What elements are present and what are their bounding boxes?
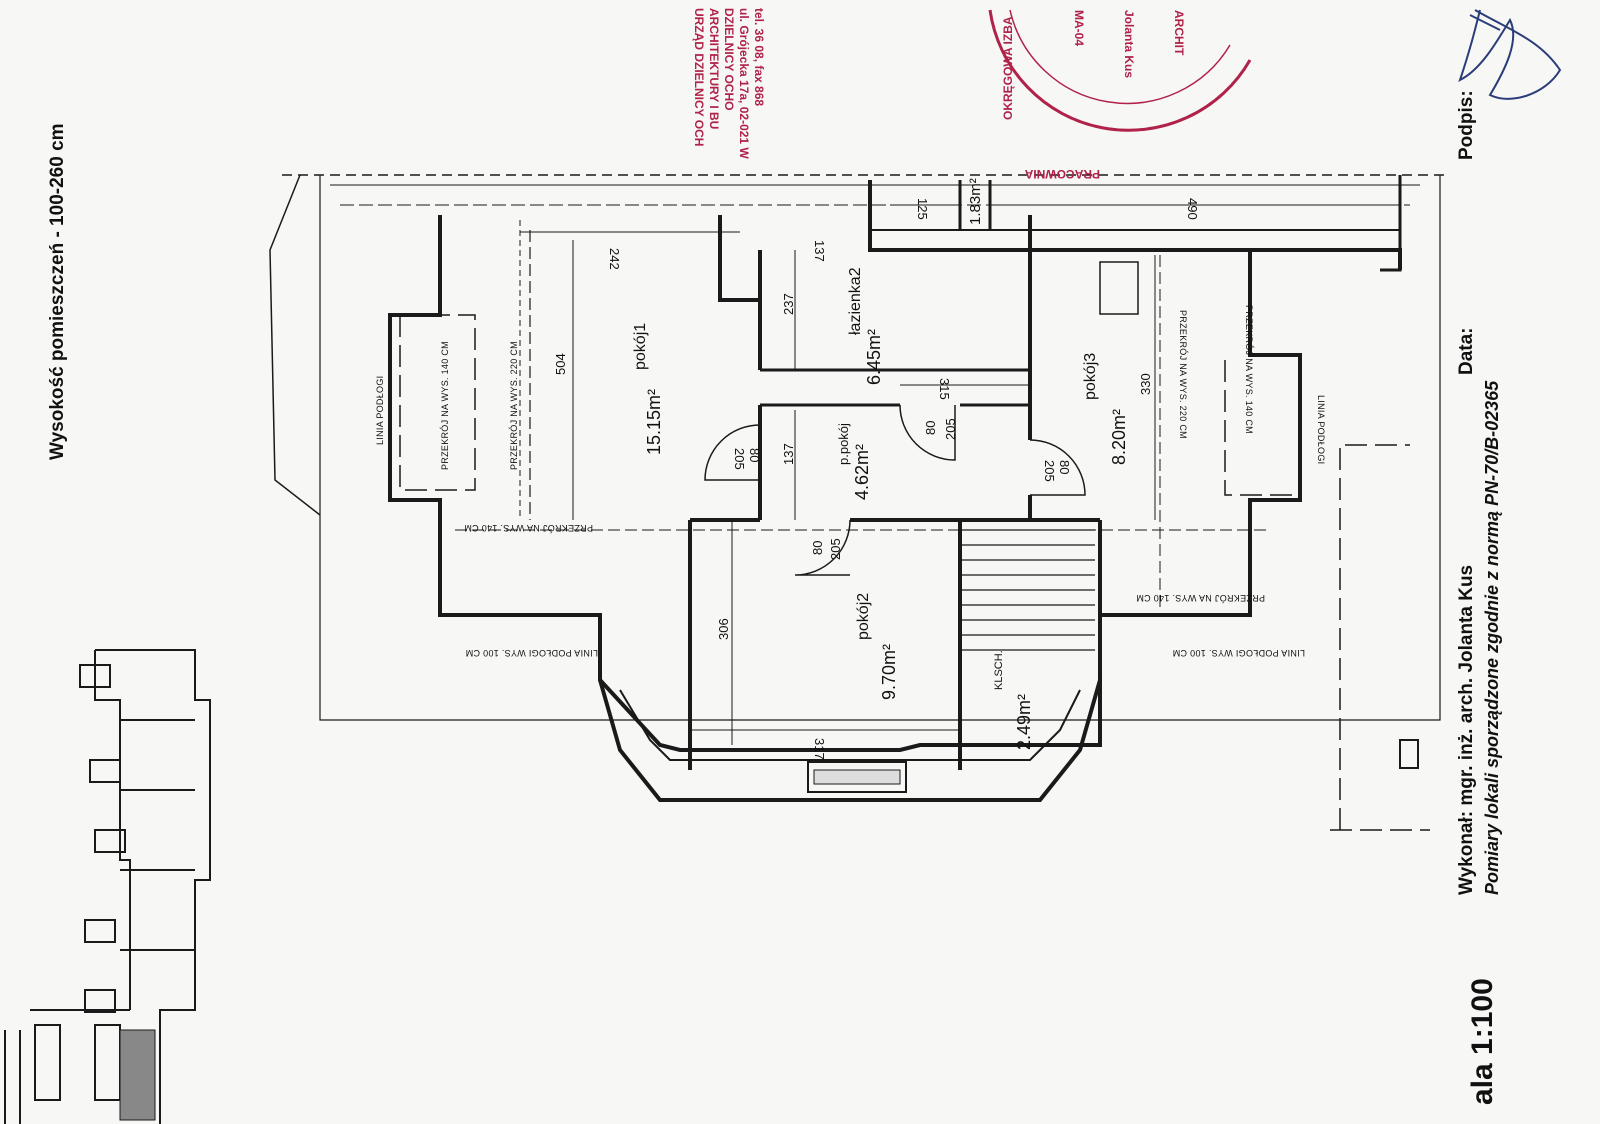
stamp-line: Jolanta Kus — [1122, 10, 1136, 78]
room-name: pokój2 — [855, 593, 872, 640]
dimension-value: 306 — [716, 618, 731, 640]
floor-line-note: LINIA PODŁOGI WYS. 100 CM — [1172, 648, 1305, 658]
stamp-line: ARCHIT — [1172, 10, 1186, 56]
signature-label: Podpis: — [1456, 90, 1477, 160]
site-sketch — [4, 649, 211, 1124]
room-labels: pokój1 15.15m² łazienka2 6.45m² p.pokój … — [632, 178, 1129, 750]
section-notes: LINIA PODŁOGI PRZEKRÓJ NA WYS. 140 CM PR… — [375, 305, 1326, 658]
door-width: 80 — [923, 421, 938, 435]
stamp-line: ul. Grójecka 17a, 02-021 W — [737, 8, 751, 159]
date-label: Data: — [1456, 327, 1477, 375]
section-note: PRZEKRÓJ NA WYS. 220 CM — [1178, 310, 1188, 439]
dimension-labels: 242 504 237 137 315 330 137 306 317 125 … — [553, 198, 1200, 760]
room-name: pokój3 — [1082, 353, 1099, 400]
section-note: PRZEKRÓJ NA WYS. 140 CM — [1136, 593, 1265, 603]
section-note: PRZEKRÓJ NA WYS. 140 CM — [464, 523, 593, 533]
dimension-value: 137 — [812, 240, 827, 262]
dimension-value: 237 — [781, 293, 796, 315]
dimension-value: 504 — [553, 353, 568, 375]
door-height: 205 — [828, 538, 843, 560]
stamp-line: URZĄD DZIELNICY OCH — [692, 8, 706, 146]
performed-by: Wykonał: mgr. inż. arch. Jolanta Kus — [1456, 565, 1477, 895]
height-note: Wysokość pomieszczeń - 100-260 cm — [47, 123, 68, 460]
room-area: 6.45m² — [864, 329, 884, 385]
door-width: 80 — [810, 541, 825, 555]
room-area: 2.49m² — [1014, 694, 1034, 750]
dimension-value: 490 — [1185, 198, 1200, 220]
floor-line-note: LINIA PODŁOGI — [1316, 395, 1326, 464]
stamp-line: MA-04 — [1072, 10, 1086, 46]
door-height: 205 — [1042, 460, 1057, 482]
dimension-value: 330 — [1138, 373, 1153, 395]
room-name: KLSCH. — [993, 650, 1005, 690]
stamp-line: ARCHITEKTURY I BU — [707, 8, 721, 129]
round-stamp-text: ARCHIT Jolanta Kus MA-04 PRACOWNIA OKRĘG… — [1001, 10, 1186, 181]
stamp-line: PRACOWNIA — [1024, 167, 1100, 181]
door-height: 205 — [943, 418, 958, 440]
dimension-value: 125 — [915, 198, 930, 220]
room-name: p.pokój — [836, 423, 851, 465]
signature — [1458, 9, 1562, 100]
dimension-value: 137 — [781, 443, 796, 465]
room-area: 9.70m² — [879, 644, 899, 700]
room-area: 8.20m² — [1109, 409, 1129, 465]
floor-line-note: LINIA PODŁOGI — [375, 376, 385, 445]
dimension-value: 317 — [812, 738, 827, 760]
floor-line-note: LINIA PODŁOGI WYS. 100 CM — [465, 648, 598, 658]
room-area: 1.83m² — [967, 178, 984, 225]
dimension-value: 315 — [937, 378, 952, 400]
scale-label: ala 1:100 — [1466, 978, 1499, 1105]
door-width: 80 — [1057, 460, 1072, 474]
office-stamp: URZĄD DZIELNICY OCH ARCHITEKTURY I BU DZ… — [692, 8, 766, 159]
door-height: 205 — [732, 448, 747, 470]
plan-walls — [269, 174, 1450, 831]
stamp-line: tel. 36 08, fax 868 — [752, 8, 766, 106]
door-labels: 80 205 80 205 80 205 80 205 — [732, 418, 1072, 560]
stamp-line: OKRĘGOWA IZBA — [1001, 16, 1015, 120]
stamp-line: DZIELNICY OCHO — [722, 8, 736, 110]
section-note: PRZEKRÓJ NA WYS. 220 CM — [509, 341, 519, 470]
room-name: łazienka2 — [847, 267, 864, 335]
dimension-value: 242 — [607, 248, 622, 270]
room-name: pokój1 — [632, 323, 649, 370]
door-width: 80 — [747, 448, 762, 462]
section-note: PRZEKRÓJ NA WYS. 140 CM — [1244, 305, 1254, 434]
section-note: PRZEKRÓJ NA WYS. 140 CM — [440, 341, 450, 470]
round-stamp — [988, 9, 1252, 132]
norm-note: Pomiary lokali sporządzone zgodnie z nor… — [1482, 380, 1502, 895]
room-area: 15.15m² — [644, 389, 664, 455]
room-area: 4.62m² — [852, 444, 872, 500]
